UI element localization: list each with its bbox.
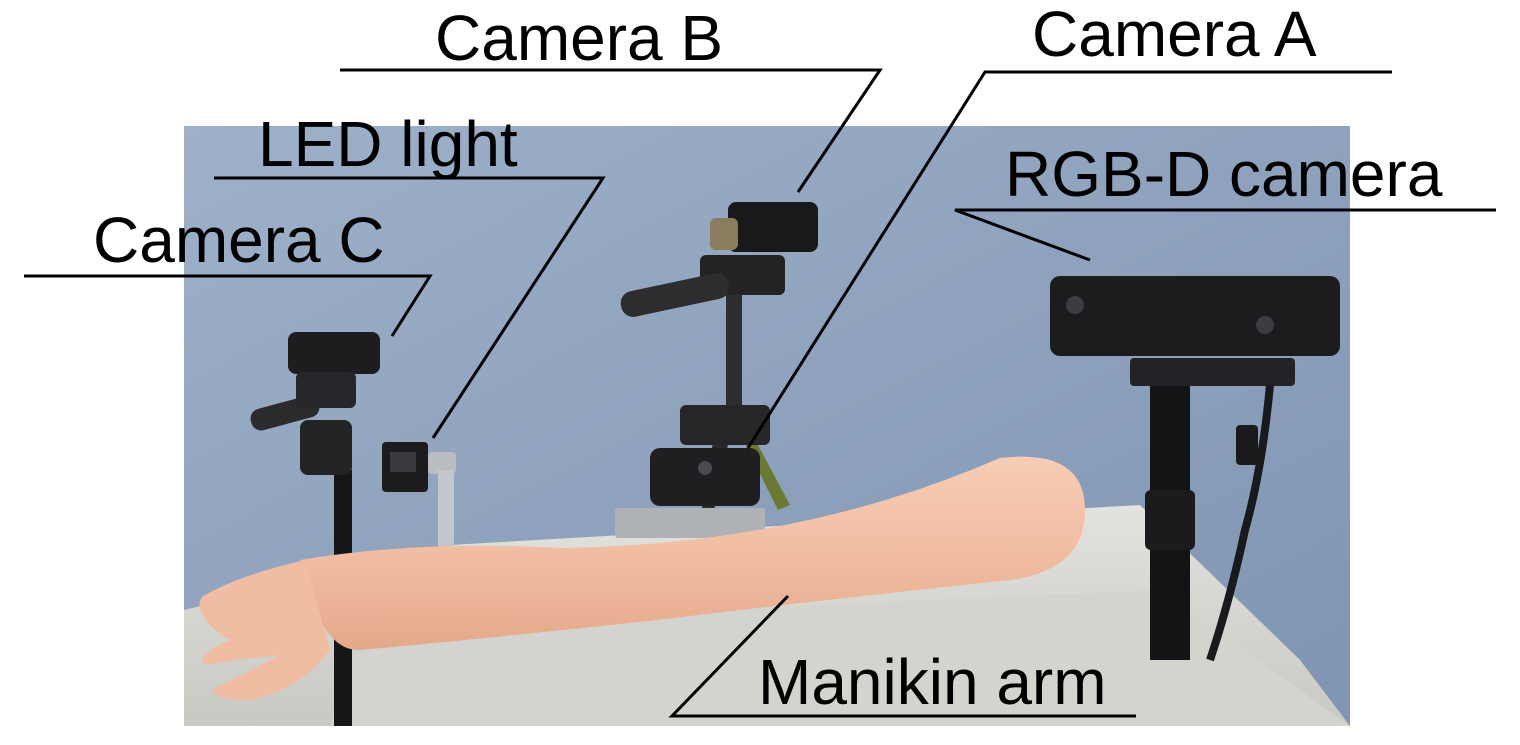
camera-a-device [615,448,765,538]
leader-lines [24,68,1496,718]
led-light-device [382,442,456,552]
label-camera-b: Camera B [435,2,724,74]
label-led-light: LED light [258,108,518,180]
leader-rgbd-camera [954,208,1496,262]
manikin-arm [199,456,1085,700]
label-manikin-arm: Manikin arm [758,646,1107,718]
leader-camera-b [340,68,883,193]
leader-manikin-arm [668,594,1136,718]
label-camera-a: Camera A [1032,0,1317,70]
label-rgbd-camera: RGB-D camera [1005,138,1443,210]
leader-camera-c [24,274,433,337]
leader-camera-a [746,70,1392,449]
label-camera-c: Camera C [93,204,385,276]
leader-led-light [214,176,606,439]
rgbd-camera-device [1050,276,1340,662]
